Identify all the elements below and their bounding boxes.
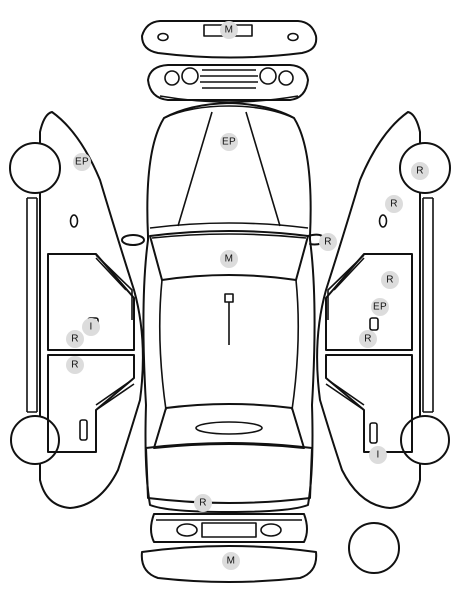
marker-label: M: [225, 25, 234, 36]
marker-label: EP: [373, 302, 387, 313]
roof[interactable]: [158, 279, 300, 411]
marker-label: I: [89, 322, 92, 333]
windshield[interactable]: [149, 230, 309, 281]
marker-label: M: [225, 254, 234, 265]
rear-window[interactable]: [153, 403, 305, 449]
marker-left-door-r1[interactable]: R: [66, 330, 84, 348]
front-fascia: [147, 64, 309, 103]
marker-hood[interactable]: EP: [220, 133, 238, 151]
marker-label: R: [71, 334, 79, 345]
marker-label: I: [376, 450, 379, 461]
marker-right-door-ep[interactable]: EP: [371, 298, 389, 316]
right-front-door[interactable]: [325, 253, 413, 351]
marker-label: R: [390, 199, 398, 210]
marker-right-front-fender[interactable]: R: [385, 195, 403, 213]
marker-right-mirror[interactable]: R: [319, 233, 337, 251]
marker-right-door-r[interactable]: R: [359, 330, 377, 348]
rear-fascia: [150, 513, 308, 543]
right-rear-wheel[interactable]: [400, 415, 450, 465]
marker-label: R: [386, 275, 394, 286]
marker-label: R: [416, 166, 424, 177]
marker-label: EP: [222, 137, 236, 148]
marker-rear-bumper[interactable]: M: [222, 552, 240, 570]
left-rear-door[interactable]: [47, 354, 135, 453]
left-rear-wheel[interactable]: [10, 415, 60, 465]
marker-right-rear-i[interactable]: I: [369, 446, 387, 464]
marker-right-front-wheel[interactable]: R: [411, 162, 429, 180]
left-mirror[interactable]: [121, 234, 145, 246]
marker-label: EP: [75, 157, 89, 168]
hood[interactable]: [149, 105, 309, 229]
spare-wheel[interactable]: [348, 522, 400, 574]
marker-trunk[interactable]: R: [194, 494, 212, 512]
marker-label: R: [364, 334, 372, 345]
marker-right-front-door[interactable]: R: [381, 271, 399, 289]
marker-label: R: [324, 237, 332, 248]
marker-left-door-r2[interactable]: R: [66, 356, 84, 374]
trunk[interactable]: [145, 442, 313, 504]
marker-roof[interactable]: M: [220, 250, 238, 268]
marker-front-bumper[interactable]: M: [220, 21, 238, 39]
right-rear-door[interactable]: [325, 354, 413, 453]
rear-bumper[interactable]: [140, 545, 318, 583]
marker-left-door-i[interactable]: I: [82, 318, 100, 336]
marker-label: M: [227, 556, 236, 567]
marker-label: R: [71, 360, 79, 371]
marker-label: R: [199, 498, 207, 509]
left-front-wheel[interactable]: [9, 142, 61, 194]
marker-left-front-wheel[interactable]: EP: [73, 153, 91, 171]
